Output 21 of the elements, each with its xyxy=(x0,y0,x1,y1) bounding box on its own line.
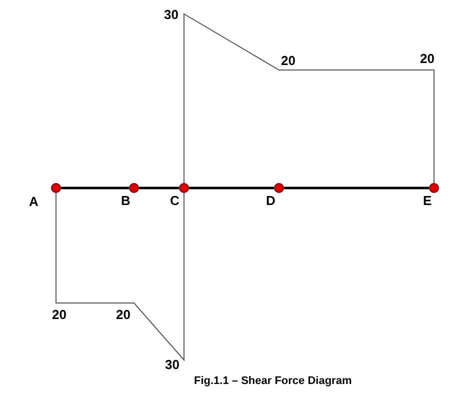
point-label: C xyxy=(170,194,180,208)
point-label: D xyxy=(266,194,276,208)
point-label: B xyxy=(121,194,130,208)
point-marker xyxy=(429,183,439,193)
beam-line xyxy=(284,186,429,190)
value-label: 20 xyxy=(52,308,66,322)
value-label: 30 xyxy=(164,8,178,22)
figure-caption: Fig.1.1 – Shear Force Diagram xyxy=(194,374,352,388)
point-label: E xyxy=(423,194,432,208)
point-label: A xyxy=(29,195,38,209)
point-marker xyxy=(51,183,61,193)
value-label: 30 xyxy=(165,358,180,372)
beam-line xyxy=(139,186,179,190)
value-label: 20 xyxy=(281,54,296,68)
beam-line xyxy=(189,186,274,190)
point-marker xyxy=(129,183,139,193)
point-marker xyxy=(274,183,284,193)
point-marker xyxy=(179,183,189,193)
beam-line xyxy=(61,186,129,190)
value-label: 20 xyxy=(116,308,130,322)
value-label: 20 xyxy=(420,52,434,66)
